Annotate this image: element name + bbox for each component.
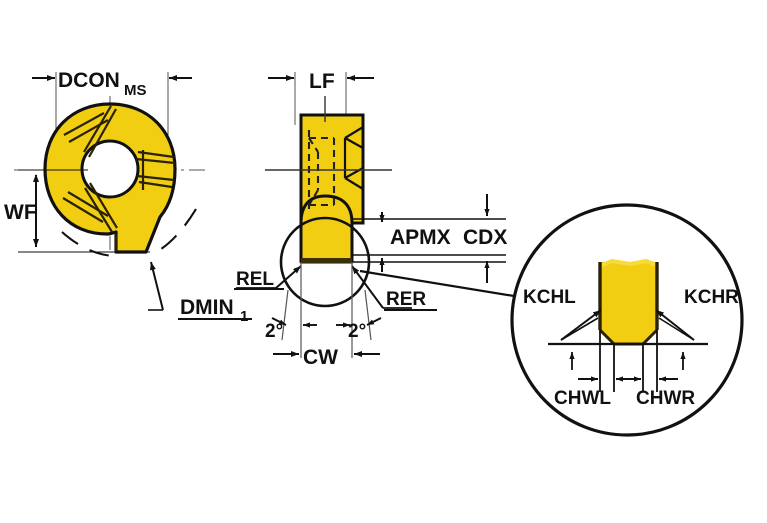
middle-insert-head <box>299 194 354 264</box>
middle-insert-hidden-lines <box>307 130 336 213</box>
label-dcon: DCON <box>58 69 120 92</box>
detail-insert-top-edge <box>599 258 658 268</box>
detail-view-contents <box>548 258 708 392</box>
left-end-view: DCON MS <box>4 69 252 325</box>
detail-right-chamfer <box>641 328 659 346</box>
rer-leader <box>351 265 412 309</box>
left-insert-serrations-lower <box>62 182 118 233</box>
left-insert-center-hole <box>80 139 140 199</box>
kchr-leader <box>655 309 695 341</box>
detail-insert-tip <box>600 262 657 344</box>
middle-insert-cutting-edge <box>301 258 352 263</box>
label-rel: REL <box>236 269 274 290</box>
middle-insert-right-notches <box>343 126 364 190</box>
label-dmin-subscript: 1 <box>240 308 248 325</box>
middle-side-view: LF <box>234 70 521 369</box>
kchl-leader <box>560 309 602 341</box>
label-lf: LF <box>309 70 335 93</box>
angle-left-dimension <box>271 317 317 328</box>
detail-chamfer-angle-ticks <box>569 352 686 370</box>
label-kchr: KCHR <box>684 287 739 308</box>
cw-extension-lines <box>281 262 372 358</box>
detail-chw-extension-lines <box>599 330 658 392</box>
label-dcon-subscript: MS <box>124 82 147 99</box>
label-wf: WF <box>4 201 37 224</box>
label-cw: CW <box>303 346 338 369</box>
wf-dimension <box>18 169 150 253</box>
detail-view: KCHL KCHR CHWL CHWR <box>510 203 744 437</box>
label-kchl: KCHL <box>523 287 576 308</box>
label-apmx: APMX <box>390 226 451 249</box>
detail-leader-line <box>359 269 521 299</box>
left-insert-facets-right <box>135 150 176 190</box>
apmx-cdx-dimensions <box>352 194 506 283</box>
angle-right-dimension <box>336 317 382 328</box>
left-radius-arcs <box>61 208 197 258</box>
detail-left-chamfer <box>598 328 616 346</box>
label-rer: RER <box>386 289 426 310</box>
dmin-leader <box>148 261 164 311</box>
label-angle-left: 2° <box>265 321 283 342</box>
label-chwl: CHWL <box>554 388 611 409</box>
label-chwr: CHWR <box>636 388 695 409</box>
label-angle-right: 2° <box>348 321 366 342</box>
label-dmin: DMIN <box>180 296 234 319</box>
label-cdx: CDX <box>463 226 507 249</box>
left-insert-serrations-upper <box>63 105 117 158</box>
